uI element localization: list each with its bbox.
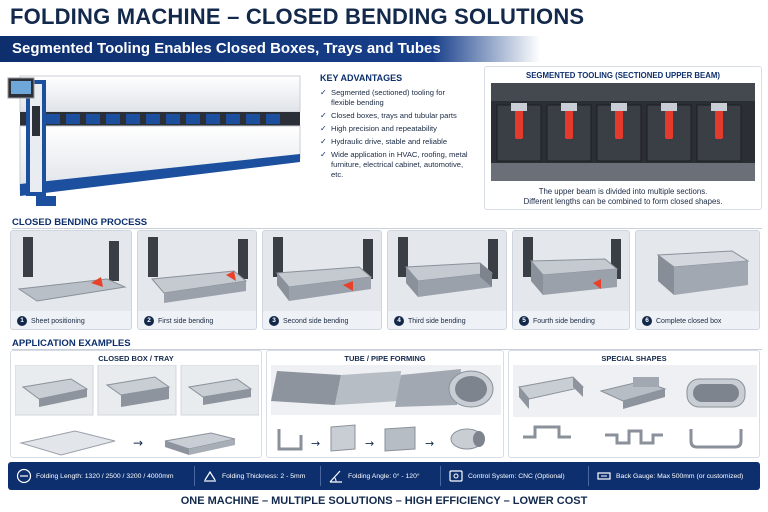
advantage-item: Wide application in HVAC, roofing, metal… xyxy=(320,150,470,180)
svg-text:→: → xyxy=(365,437,374,450)
control-icon xyxy=(449,470,463,482)
process-underline xyxy=(12,228,762,229)
step-text: Third side bending xyxy=(408,317,466,325)
spec-divider xyxy=(588,466,589,486)
process-step-4: 4 Third side bending xyxy=(387,230,507,330)
process-step-1: 1 Sheet positioning xyxy=(10,230,132,330)
spec-label: Folding Length: 1320 / 2500 / 3200 / 400… xyxy=(36,472,174,480)
step-label: 5 Fourth side bending xyxy=(519,316,595,326)
step-4-illustration xyxy=(388,231,506,311)
step-label: 1 Sheet positioning xyxy=(17,316,85,326)
tooling-caption-2: Different lengths can be combined to for… xyxy=(523,197,723,206)
spec-label: Folding Thickness: 2 - 5mm xyxy=(222,472,306,480)
step-label: 3 Second side bending xyxy=(269,316,348,326)
closed-box-examples: → xyxy=(15,365,259,456)
footer-tagline: ONE MACHINE – MULTIPLE SOLUTIONS – HIGH … xyxy=(180,495,588,507)
page-subtitle: Segmented Tooling Enables Closed Boxes, … xyxy=(12,40,441,57)
svg-text:→: → xyxy=(311,437,320,450)
process-heading: CLOSED BENDING PROCESS xyxy=(12,217,148,228)
key-advantages-panel: KEY ADVANTAGES Segmented (sectioned) too… xyxy=(314,70,479,206)
step-text: First side bending xyxy=(158,317,214,325)
spec-folding-length: Folding Length: 1320 / 2500 / 3200 / 400… xyxy=(16,462,174,490)
spec-control-system: Control System: CNC (Optional) xyxy=(448,462,565,490)
spec-bar: Folding Length: 1320 / 2500 / 3200 / 400… xyxy=(8,462,760,490)
app-group-tube-forming: TUBE / PIPE FORMING → → → xyxy=(266,350,504,458)
segmented-tooling-panel: SEGMENTED TOOLING (SECTIONED UPPER BEAM)… xyxy=(484,66,762,210)
advantage-item: Hydraulic drive, stable and reliable xyxy=(320,137,470,147)
spec-label: Control System: CNC (Optional) xyxy=(468,472,565,480)
step-5-illustration xyxy=(513,231,629,311)
folding-machine-image xyxy=(7,75,301,206)
app-group-special-shapes: SPECIAL SHAPES xyxy=(508,350,760,458)
spec-divider xyxy=(440,466,441,486)
tooling-heading: SEGMENTED TOOLING (SECTIONED UPPER BEAM) xyxy=(526,71,720,80)
step-number: 5 xyxy=(519,316,529,326)
svg-text:→: → xyxy=(133,436,143,450)
step-3-illustration xyxy=(263,231,381,311)
process-step-6: 6 Complete closed box xyxy=(635,230,760,330)
step-1-illustration xyxy=(11,231,131,311)
app-group-heading: TUBE / PIPE FORMING xyxy=(344,354,426,363)
advantages-heading: KEY ADVANTAGES xyxy=(320,73,403,83)
advantage-item: Segmented (sectioned) tooling for flexib… xyxy=(320,88,470,108)
length-icon xyxy=(16,468,32,484)
step-text: Complete closed box xyxy=(656,317,722,325)
step-number: 6 xyxy=(642,316,652,326)
spec-folding-angle: Folding Angle: 0° - 120° xyxy=(328,462,420,490)
process-step-5: 5 Fourth side bending xyxy=(512,230,630,330)
advantages-list: Segmented (sectioned) tooling for flexib… xyxy=(320,88,479,180)
spec-back-gauge: Back Gauge: Max 500mm (or customized) xyxy=(596,462,743,490)
app-group-heading: CLOSED BOX / TRAY xyxy=(98,354,174,363)
step-text: Fourth side bending xyxy=(533,317,595,325)
step-number: 3 xyxy=(269,316,279,326)
app-group-closed-box: CLOSED BOX / TRAY → xyxy=(10,350,262,458)
spec-divider xyxy=(320,466,321,486)
applications-underline xyxy=(12,349,762,350)
step-number: 1 xyxy=(17,316,27,326)
subtitle-bar xyxy=(0,36,540,62)
step-number: 2 xyxy=(144,316,154,326)
step-number: 4 xyxy=(394,316,404,326)
step-label: 2 First side bending xyxy=(144,316,213,326)
tube-forming-examples: → → → xyxy=(271,365,501,452)
step-text: Second side bending xyxy=(283,317,349,325)
step-2-illustration xyxy=(138,231,256,311)
gauge-icon xyxy=(597,472,611,480)
thickness-icon xyxy=(204,470,216,482)
spec-divider xyxy=(194,466,195,486)
sectioned-beam-image xyxy=(491,83,755,181)
process-step-3: 3 Second side bending xyxy=(262,230,382,330)
step-label: 4 Third side bending xyxy=(394,316,466,326)
applications-heading: APPLICATION EXAMPLES xyxy=(12,338,131,349)
angle-icon xyxy=(329,470,342,483)
tooling-caption-1: The upper beam is divided into multiple … xyxy=(538,187,708,196)
step-label: 6 Complete closed box xyxy=(642,316,721,326)
spec-folding-thickness: Folding Thickness: 2 - 5mm xyxy=(202,462,305,490)
app-group-heading: SPECIAL SHAPES xyxy=(601,354,667,363)
special-shapes-examples xyxy=(513,365,757,449)
page-title: FOLDING MACHINE – CLOSED BENDING SOLUTIO… xyxy=(10,4,585,29)
advantage-item: High precision and repeatability xyxy=(320,124,470,134)
process-step-2: 2 First side bending xyxy=(137,230,257,330)
advantage-item: Closed boxes, trays and tubular parts xyxy=(320,111,470,121)
step-6-illustration xyxy=(636,231,759,311)
svg-text:→: → xyxy=(425,437,434,450)
spec-label: Folding Angle: 0° - 120° xyxy=(348,472,420,480)
step-text: Sheet positioning xyxy=(31,317,85,325)
spec-label: Back Gauge: Max 500mm (or customized) xyxy=(616,472,744,480)
